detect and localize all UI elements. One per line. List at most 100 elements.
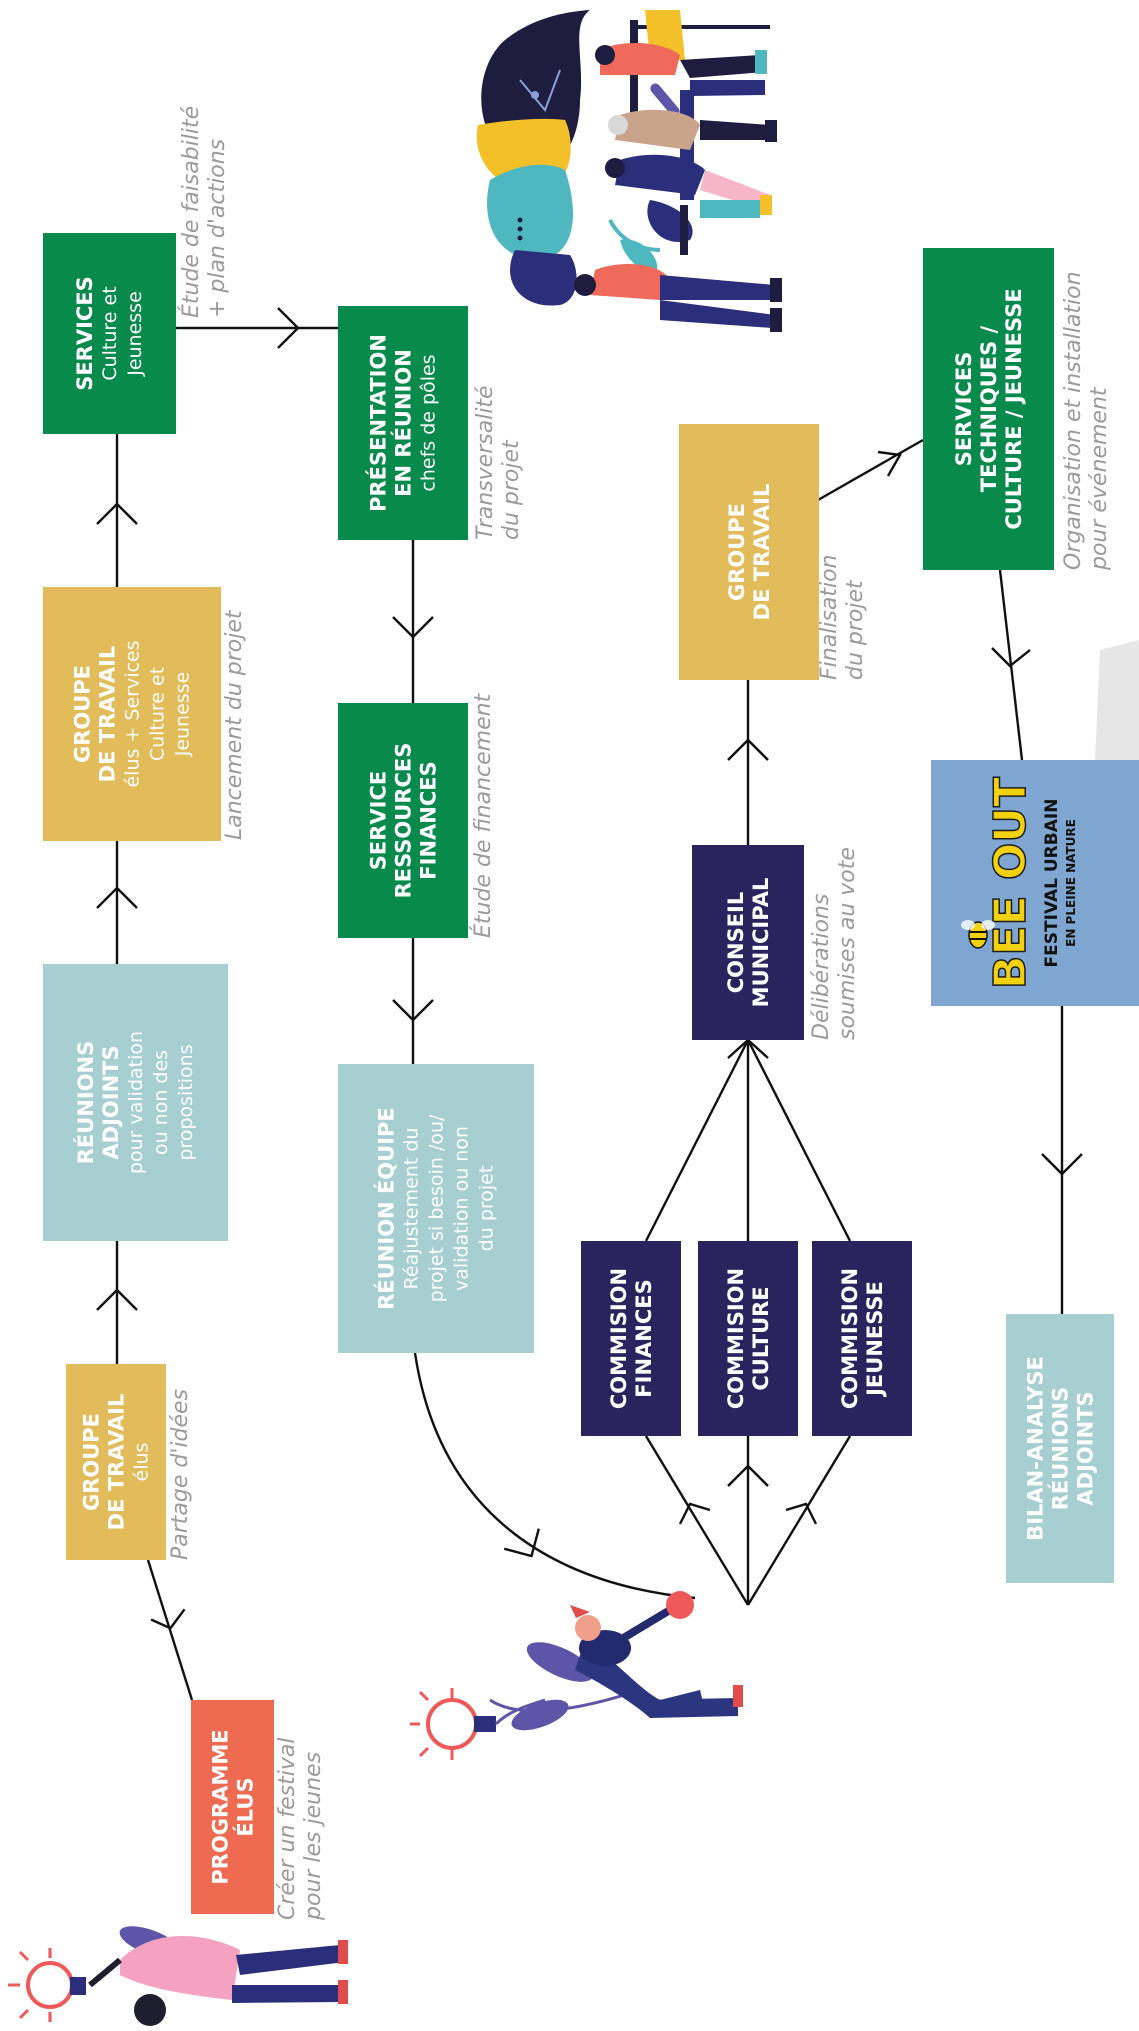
note-gt2: Lancement du projet xyxy=(222,609,247,840)
commision-culture-box-title-line: COMMISION xyxy=(724,1268,748,1409)
conseil-municipal-box-title-line: CONSEIL xyxy=(724,892,748,994)
groupe-de-travail-elus-box-title-line: DE TRAVAIL xyxy=(104,1394,128,1531)
presentation-reunion-box-subtitle-line: chefs de pôles xyxy=(418,354,440,491)
services-techniques-box-label: SERVICESTECHNIQUES /CULTURE / JEUNESSE xyxy=(952,288,1026,529)
conseil-municipal-box-title-line: MUNICIPAL xyxy=(749,878,773,1008)
reunions-adjoints-box-title-line: ADJOINTS xyxy=(99,1045,123,1159)
note-presentation: Transversalitédu projet xyxy=(473,385,524,540)
commision-culture-box-label: COMMISIONCULTURE xyxy=(724,1268,773,1409)
note-ressources: Étude de financement xyxy=(470,692,496,938)
note-techniques: Organisation et installationpour événeme… xyxy=(1061,271,1112,571)
services-techniques-box-title-line: CULTURE / JEUNESSE xyxy=(1002,288,1026,529)
reunions-adjoints-box-subtitle-line: pour validation xyxy=(125,1031,147,1174)
groupe-de-travail-finalisation-box-title-line: DE TRAVAIL xyxy=(750,484,774,621)
presentation-reunion-box-title-line: EN RÉUNION xyxy=(390,349,415,497)
services-culture-jeunesse-box-bg xyxy=(43,233,176,434)
note-line: Finalisation xyxy=(817,554,842,680)
groupe-de-travail-services-box-subtitle-line: Jeunesse xyxy=(172,672,194,758)
note-line: Partage d'idées xyxy=(168,1389,193,1560)
programme-elus-box: PROGRAMMEÉLUS xyxy=(191,1700,274,1914)
lightbulb-icon xyxy=(26,1961,74,2009)
reunion-equipe-box-subtitle-line: projet si besoin /ou/ xyxy=(426,1114,448,1302)
note-line: Transversalité xyxy=(473,385,498,540)
note-conseil: Délibérationssoumises au vote xyxy=(809,847,860,1040)
logo-box xyxy=(931,760,1139,1006)
reunion-equipe-box-title-line: RÉUNION ÉQUIPE xyxy=(373,1107,398,1310)
logo-main-text: BEE OUT xyxy=(985,777,1036,989)
logo-shadow xyxy=(1095,640,1139,760)
groupe-de-travail-finalisation-box: GROUPEDE TRAVAIL xyxy=(679,424,819,680)
bilan-analyse-box-title-line: RÉUNIONS xyxy=(1047,1387,1072,1511)
groupe-de-travail-elus-box-subtitle-line: élus xyxy=(131,1443,153,1482)
line-gt3-techniques xyxy=(817,438,924,502)
groupe-de-travail-services-box-title-line: DE TRAVAIL xyxy=(95,646,119,783)
note-gt1: Partage d'idées xyxy=(168,1389,193,1560)
programme-elus-box-title-line: ÉLUS xyxy=(232,1777,257,1836)
conseil-municipal-box-bg xyxy=(692,845,804,1040)
conseil-municipal-box-label: CONSEILMUNICIPAL xyxy=(724,878,773,1008)
note-line: soumises au vote xyxy=(835,847,860,1040)
commision-jeunesse-box-title-line: COMMISION xyxy=(838,1268,862,1409)
service-ressources-finances-box-title-line: SERVICE xyxy=(366,771,390,870)
groupe-de-travail-services-box-subtitle-line: Culture et xyxy=(147,667,169,761)
commision-culture-box-bg xyxy=(698,1241,798,1436)
bilan-analyse-box-title-line: ADJOINTS xyxy=(1073,1391,1097,1505)
services-culture-jeunesse-box-subtitle-line: Culture et xyxy=(99,286,121,380)
reunion-equipe-box-subtitle-line: du projet xyxy=(476,1166,498,1252)
service-ressources-finances-box-bg xyxy=(338,703,468,938)
groupe-de-travail-finalisation-box-title-line: GROUPE xyxy=(725,503,749,601)
lightbulb-icon xyxy=(666,1591,694,1619)
groupe-de-travail-services-box-bg xyxy=(43,587,221,841)
commision-finances-box: COMMISIONFINANCES xyxy=(581,1241,681,1436)
note-line: Étude de financement xyxy=(470,692,496,938)
line-hub-jeunesse xyxy=(746,1435,852,1606)
note-line: du projet xyxy=(843,579,868,680)
commision-culture-box-title-line: CULTURE xyxy=(749,1286,773,1390)
note-services: Étude de faisabilité+ plan d'actions xyxy=(178,106,230,318)
services-techniques-box-title-line: SERVICES xyxy=(952,352,976,467)
arrowheads xyxy=(96,307,1083,1630)
service-ressources-finances-box-title-line: RESSOURCES xyxy=(391,743,415,899)
side-notes: Créer un festivalpour les jeunes Partage … xyxy=(168,106,1112,1921)
logo-line2: EN PLEINE NATURE xyxy=(1064,819,1078,947)
commision-jeunesse-box: COMMISIONJEUNESSE xyxy=(812,1241,912,1436)
commision-culture-box: COMMISIONCULTURE xyxy=(698,1241,798,1436)
reunions-adjoints-box-subtitle-line: ou non des xyxy=(150,1050,172,1155)
reunion-equipe-box-subtitle-line: validation ou non xyxy=(451,1126,473,1291)
line-programme-gt1 xyxy=(146,1559,194,1701)
reunion-equipe-box-bg xyxy=(338,1064,534,1353)
commision-finances-box-title-line: COMMISION xyxy=(607,1268,631,1409)
note-line: Délibérations xyxy=(809,894,834,1040)
note-line: + plan d'actions xyxy=(205,139,230,318)
speech-bubble-purple xyxy=(510,250,577,306)
commision-finances-box-label: COMMISIONFINANCES xyxy=(607,1268,656,1409)
logo-line1: FESTIVAL URBAIN xyxy=(1042,799,1062,968)
note-line: Lancement du projet xyxy=(222,609,247,840)
services-culture-jeunesse-box-subtitle-line: Jeunesse xyxy=(124,291,146,377)
presentation-reunion-box-title-line: PRÉSENTATION xyxy=(365,334,390,512)
bee-icon xyxy=(961,920,995,949)
bee-out-logo: BEE OUT FESTIVAL URBAIN EN PLEINE NATURE xyxy=(931,760,1139,1006)
programme-elus-box-bg xyxy=(191,1700,274,1914)
commision-jeunesse-box-title-line: JEUNESSE xyxy=(863,1281,887,1398)
groupe-de-travail-elus-box-bg xyxy=(66,1364,166,1560)
note-line: pour les jeunes xyxy=(301,1752,326,1921)
bilan-analyse-box-bg xyxy=(1006,1314,1114,1583)
services-techniques-box-bg xyxy=(923,248,1054,570)
note-programme: Créer un festivalpour les jeunes xyxy=(275,1738,326,1922)
line-finances-conseil xyxy=(644,1039,750,1242)
commision-finances-box-title-line: FINANCES xyxy=(632,1279,656,1397)
